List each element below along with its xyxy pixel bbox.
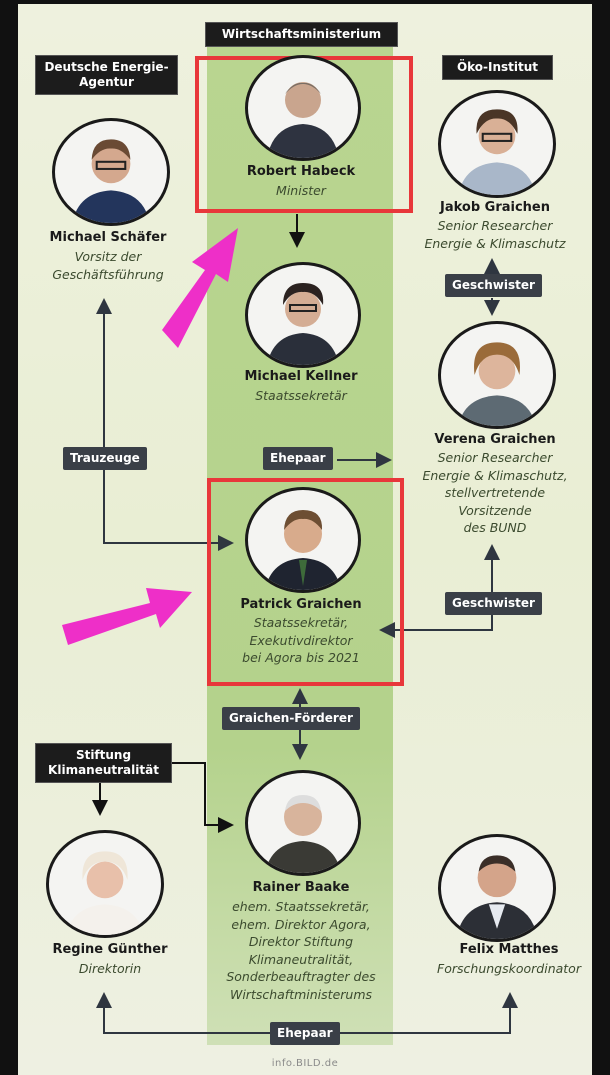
org-label-stiftung: Stiftung Klimaneutralität	[35, 743, 172, 783]
person-name-habeck: Robert Habeck	[246, 164, 356, 179]
photo-baake	[245, 770, 361, 876]
source-credit: info.BILD.de	[271, 1058, 339, 1069]
person-role-schaefer: Vorsitz der Geschäftsführung	[52, 249, 164, 282]
photo-matthes	[438, 834, 556, 942]
person-role-verena: Senior Researcher Energie & Klimaschutz,…	[422, 450, 568, 535]
person-name-schaefer: Michael Schäfer	[49, 230, 167, 245]
relation-ehepaar-guenther-matthes: Ehepaar	[270, 1022, 340, 1045]
person-role-baake: ehem. Staatssekretär, ehem. Direktor Ago…	[226, 899, 376, 1002]
photo-schaefer	[52, 118, 170, 226]
annotation-arrows	[62, 228, 238, 645]
ehepaar2-line	[96, 992, 270, 1034]
relation-ehepaar-kellner-verena: Ehepaar	[263, 447, 333, 470]
pink-arrow-habeck	[162, 228, 238, 348]
person-role-patrick: Staatssekretär, Exekutivdirektor bei Ago…	[242, 615, 360, 665]
highlight-box-patrick	[207, 478, 404, 686]
person-role-guenther: Direktorin	[78, 961, 142, 976]
person-role-kellner: Staatssekretär	[255, 388, 347, 403]
person-role-habeck: Minister	[276, 183, 326, 198]
relation-geschwister-verena-patrick: Geschwister	[445, 592, 542, 615]
photo-guenther	[46, 830, 164, 938]
person-name-baake: Rainer Baake	[252, 880, 350, 895]
photo-patrick	[245, 487, 361, 593]
person-name-patrick: Patrick Graichen	[240, 597, 362, 612]
person-name-verena: Verena Graichen	[434, 432, 556, 447]
photo-verena	[438, 321, 556, 429]
person-role-jakob: Senior Researcher Energie & Klimaschutz	[424, 218, 566, 251]
person-name-kellner: Michael Kellner	[244, 369, 358, 384]
photo-jakob	[438, 90, 556, 198]
person-name-jakob: Jakob Graichen	[439, 200, 550, 215]
org-label-ministry: Wirtschaftsministerium	[205, 22, 398, 47]
relation-graichen-foerderer: Graichen-Förderer	[222, 707, 360, 730]
org-label-dena: Deutsche Energie-Agentur	[35, 55, 178, 95]
org-label-oeko: Öko-Institut	[442, 55, 553, 80]
person-role-matthes: Forschungskoordinator	[437, 961, 581, 976]
person-name-guenther: Regine Günther	[52, 942, 168, 957]
photo-kellner	[245, 262, 361, 368]
photo-habeck	[245, 55, 361, 161]
person-name-matthes: Felix Matthes	[459, 942, 559, 957]
pink-arrow-patrick	[62, 588, 192, 645]
relation-trauzeuge: Trauzeuge	[63, 447, 147, 470]
relation-geschwister-jakob-verena: Geschwister	[445, 274, 542, 297]
